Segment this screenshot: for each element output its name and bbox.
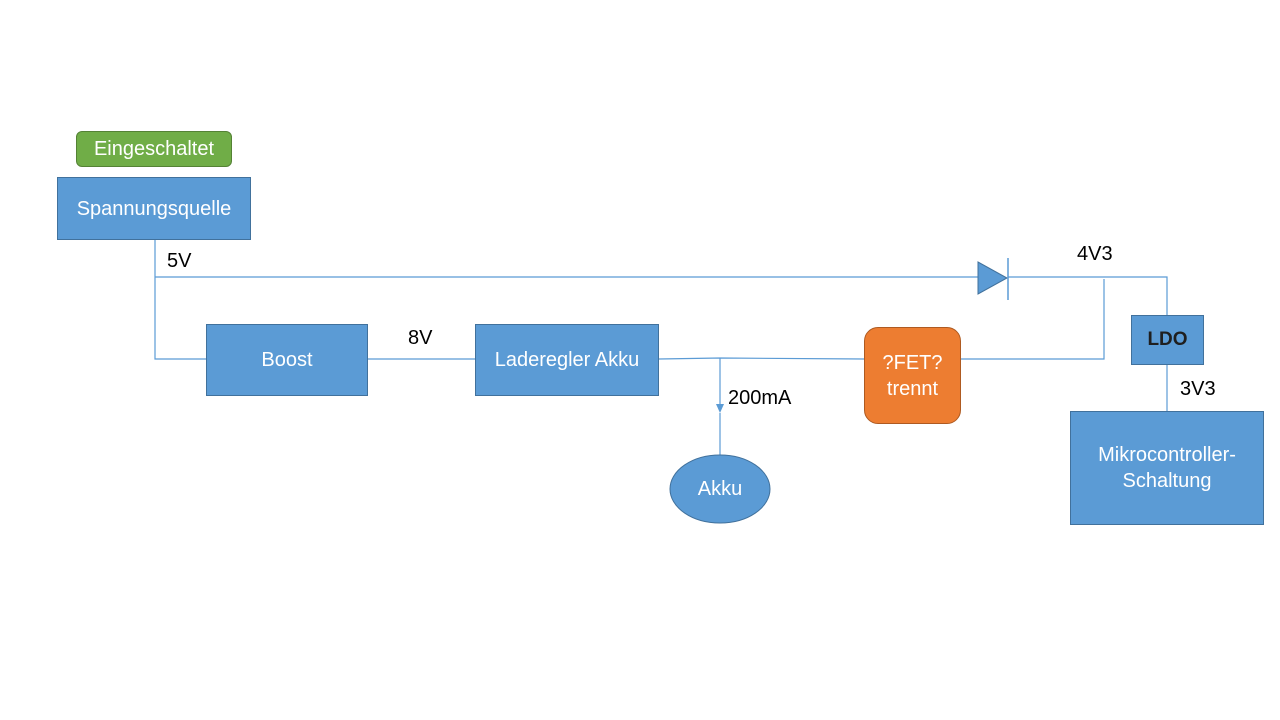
status-badge: Eingeschaltet (76, 131, 232, 167)
label-5v: 5V (167, 250, 192, 272)
current-arrow-icon (716, 404, 724, 413)
label-200ma: 200mA (728, 387, 792, 409)
label-3v3: 3V3 (1180, 378, 1216, 400)
wire-fet-node (961, 279, 1105, 360)
battery-label: Akku (697, 478, 743, 500)
mcu-circuit-block: Mikrocontroller- Schaltung (1070, 411, 1264, 525)
ldo-block: LDO (1131, 315, 1204, 365)
charge-controller-block: Laderegler Akku (475, 324, 659, 396)
fet-switch-block: ?FET? trennt (864, 327, 961, 424)
status-badge-label: Eingeschaltet (93, 138, 215, 160)
boost-label: Boost (261, 349, 313, 371)
charge-controller-label: Laderegler Akku (494, 349, 640, 371)
ldo-label: LDO (1147, 328, 1188, 350)
voltage-source-block: Spannungsquelle (57, 177, 251, 240)
wire-source-boost (154, 240, 206, 360)
fet-label-line2: trennt (886, 377, 939, 400)
mcu-label-line1: Mikrocontroller- (1098, 444, 1236, 466)
battery-shape (669, 454, 771, 524)
wire-diode-ldo (1008, 276, 1168, 315)
label-4v3: 4V3 (1077, 243, 1113, 265)
boost-block: Boost (206, 324, 368, 396)
wire-charger-fet (658, 357, 865, 360)
mcu-label-line2: Schaltung (1122, 470, 1212, 492)
voltage-source-label: Spannungsquelle (76, 197, 232, 220)
fet-label-line1: ?FET? (882, 351, 943, 374)
diode-icon (977, 258, 1009, 300)
label-8v: 8V (408, 327, 433, 349)
battery-block: Akku (670, 455, 770, 523)
